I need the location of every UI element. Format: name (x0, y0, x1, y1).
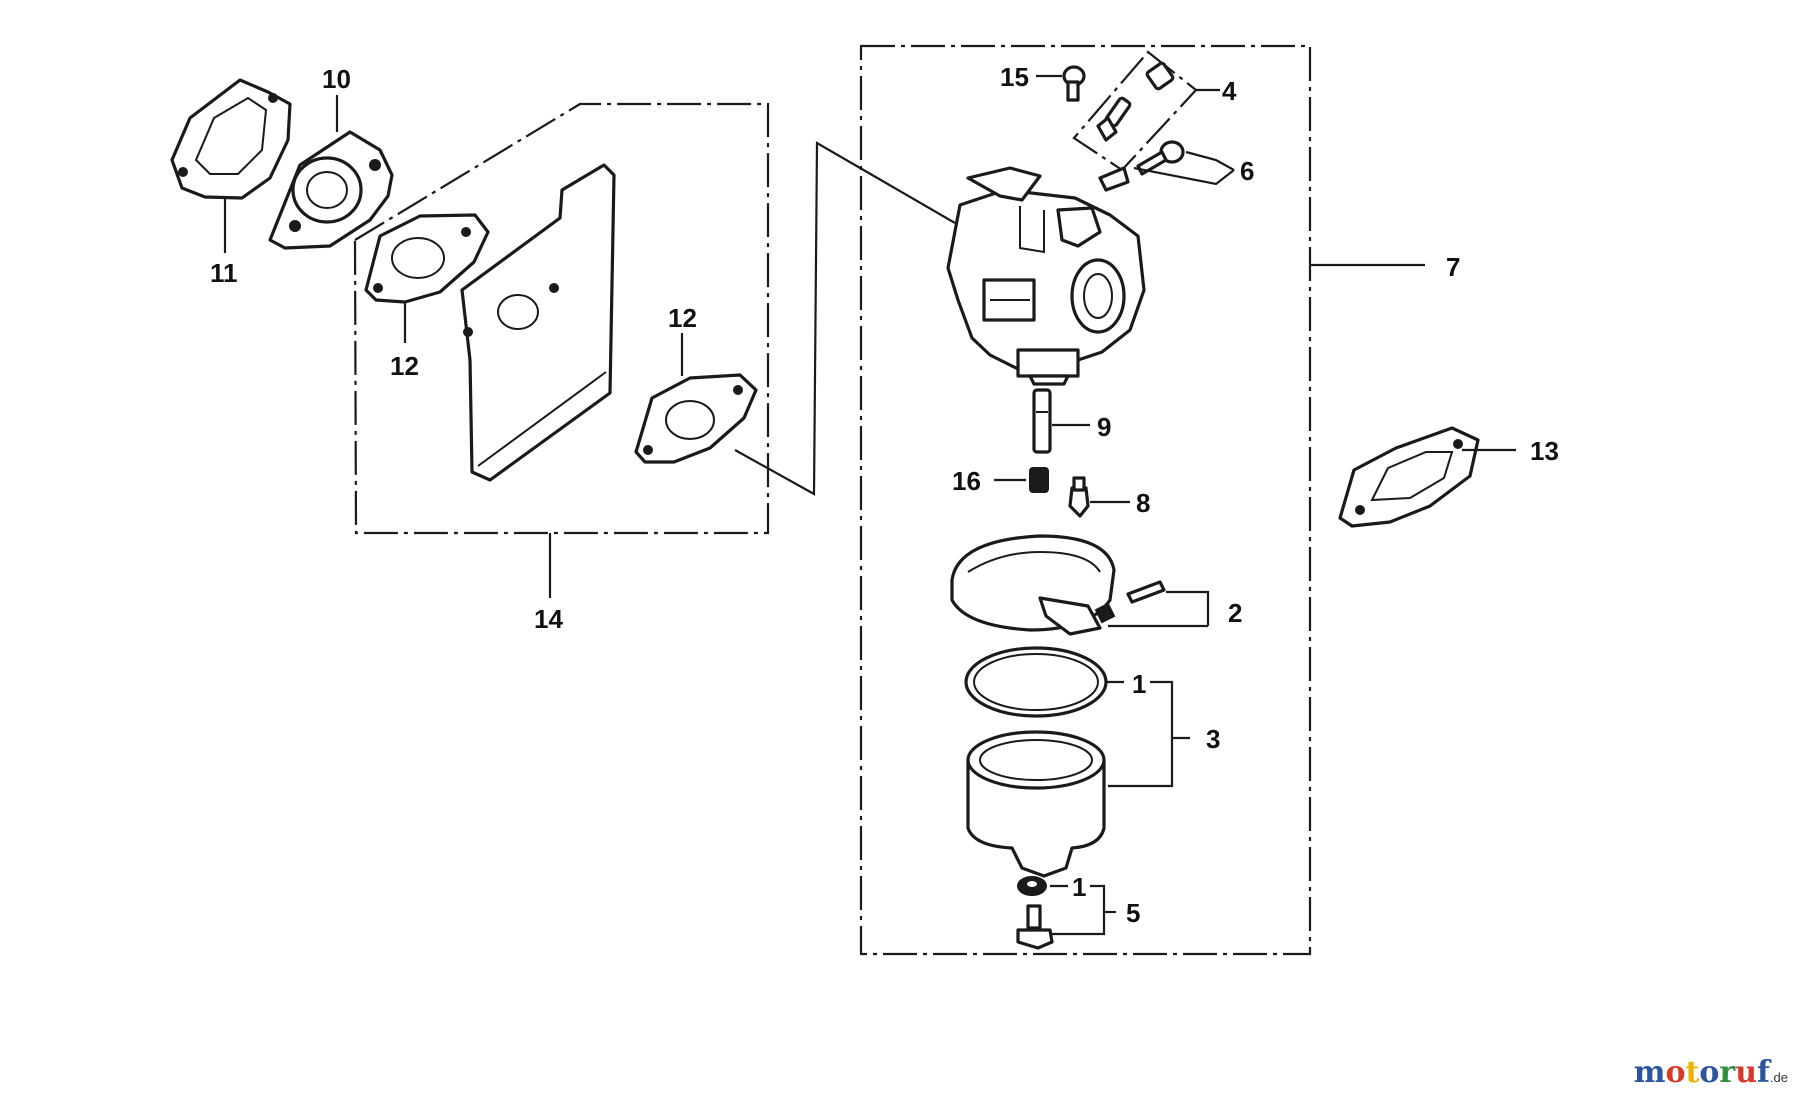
logo-suffix: .de (1769, 1070, 1788, 1085)
label-6: 6 (1240, 156, 1254, 186)
screw-set-4 (1096, 61, 1175, 142)
label-14: 14 (534, 604, 563, 634)
label-11: 11 (210, 258, 238, 288)
float-chamber-3 (966, 730, 1106, 878)
carburetor-body (946, 166, 1146, 386)
label-2: 2 (1228, 598, 1242, 628)
gasket-12-left (364, 213, 490, 304)
float-2 (950, 534, 1116, 636)
logo-wordmark: motoruf (1634, 1055, 1770, 1090)
gasket-13 (1338, 426, 1480, 528)
gasket-11 (170, 78, 292, 200)
drain-bolt-5 (1016, 904, 1054, 950)
logo-letter: o (1699, 1055, 1720, 1090)
leader-6b (1133, 166, 1235, 186)
label-12-left: 12 (390, 351, 419, 381)
leader-2 (1166, 590, 1210, 626)
o-ring-1 (964, 646, 1108, 718)
label-3: 3 (1206, 724, 1220, 754)
main-nozzle-9 (1032, 388, 1052, 454)
label-5: 5 (1126, 898, 1140, 928)
label-12-right: 12 (668, 303, 697, 333)
label-1b: 1 (1072, 872, 1086, 902)
logo-letter: f (1757, 1055, 1770, 1090)
gasket-12-right (634, 373, 758, 464)
motoruf-logo: motoruf.de (1634, 1055, 1788, 1090)
screw-spring-6 (1098, 140, 1185, 192)
logo-letter: u (1735, 1055, 1758, 1090)
needle-valve-8 (1068, 476, 1090, 518)
label-8: 8 (1136, 488, 1150, 518)
logo-letter: o (1665, 1055, 1686, 1090)
label-15: 15 (1000, 62, 1029, 92)
assembly-line-14-to-7 (734, 141, 956, 496)
logo-letter: t (1685, 1055, 1700, 1090)
label-4: 4 (1222, 76, 1237, 106)
leader-3 (1108, 680, 1174, 788)
label-10: 10 (322, 64, 351, 94)
leader-6 (1185, 150, 1235, 171)
main-jet-16 (1029, 467, 1049, 493)
logo-letter: m (1633, 1055, 1666, 1090)
screw-15 (1062, 65, 1086, 102)
logo-letter: r (1719, 1055, 1736, 1090)
label-9: 9 (1097, 412, 1111, 442)
label-16: 16 (952, 466, 981, 496)
insulator-10 (268, 130, 394, 250)
group-outline-14 (353, 102, 770, 535)
float-pin-2 (1126, 580, 1166, 604)
heat-shield-plate (460, 163, 616, 482)
label-1a: 1 (1132, 669, 1146, 699)
washer-1 (1017, 876, 1047, 896)
group-outline-7 (859, 44, 1312, 956)
label-7: 7 (1446, 252, 1460, 282)
leader-5 (1052, 884, 1106, 936)
label-13: 13 (1530, 436, 1559, 466)
